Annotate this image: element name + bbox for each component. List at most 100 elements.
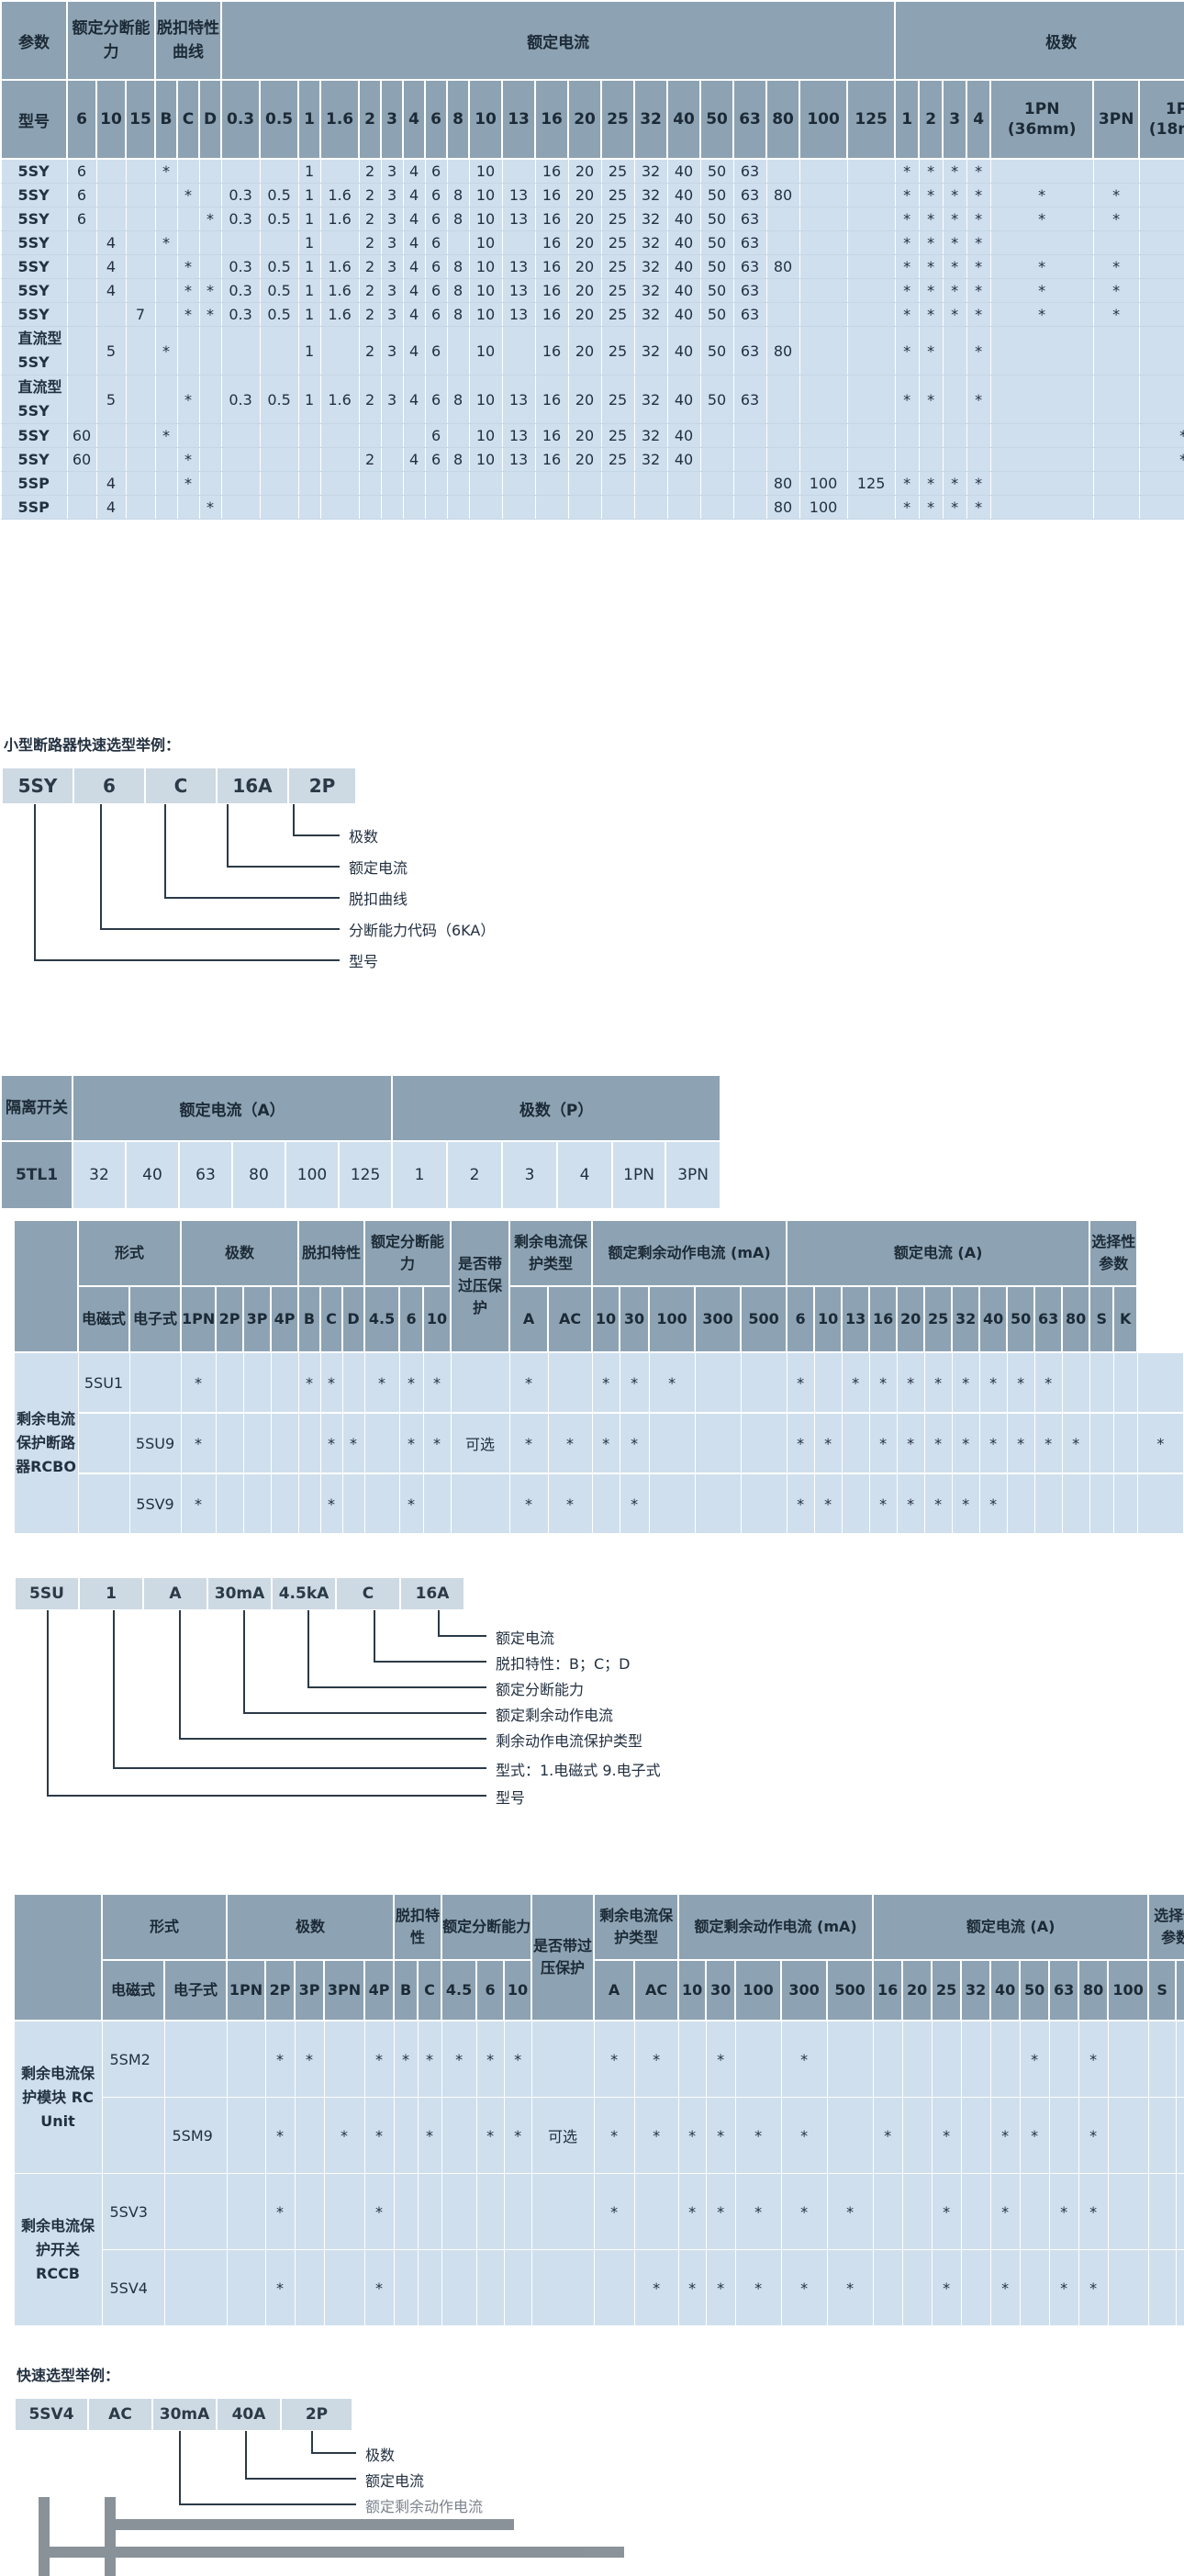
data-cell: * (872, 2097, 903, 2174)
data-cell (198, 183, 222, 207)
data-cell (501, 230, 536, 255)
data-cell: * (264, 2249, 296, 2326)
data-cell (846, 495, 896, 520)
header-trip: 脱扣特性 (393, 1893, 443, 1961)
header-breaking-6: 6 (66, 79, 97, 160)
data-cell: 3 (380, 302, 404, 327)
model-cell: 直流型 5SY (0, 375, 68, 424)
code-box-current: 16A (400, 1577, 464, 1610)
data-cell (901, 2020, 933, 2098)
data-cell: * (503, 2020, 532, 2098)
data-cell (297, 471, 321, 496)
data-cell: 80 (765, 495, 800, 520)
data-cell: * (363, 2097, 395, 2174)
model-electromagnetic: 5SU1 (77, 1351, 130, 1414)
data-cell: 25 (600, 326, 635, 375)
model-cell: 5SY (0, 254, 68, 279)
header-rated-current: 额定电流 (A) (786, 1219, 1091, 1287)
data-cell (323, 2020, 365, 2098)
data-cell (294, 2097, 325, 2174)
data-cell (765, 159, 800, 184)
isolator-value: 32 (72, 1140, 127, 1210)
data-cell (1112, 1473, 1138, 1535)
data-cell (740, 1473, 787, 1535)
data-cell: 32 (633, 326, 668, 375)
data-cell (154, 447, 178, 472)
example2-label-breaking: 额定分断能力 (496, 1681, 585, 1698)
data-cell: * (894, 375, 920, 424)
header-current-0.5: 0.5 (259, 79, 300, 160)
data-cell (1138, 159, 1184, 184)
data-cell: * (677, 2097, 707, 2174)
data-cell (1175, 2249, 1184, 2326)
data-cell: * (176, 254, 200, 279)
data-cell (1147, 2249, 1177, 2326)
data-cell: * (813, 1412, 843, 1474)
data-cell: 100 (799, 495, 848, 520)
data-cell (765, 207, 800, 231)
data-cell: * (677, 2249, 707, 2326)
header-breaking-10: 10 (95, 79, 127, 160)
header-poles: 极数 (894, 0, 1184, 81)
data-cell: * (1138, 447, 1184, 472)
data-cell (441, 2173, 477, 2250)
example1-code-boxes: 5SY 6 C 16A 2P (2, 767, 356, 804)
data-cell (297, 495, 321, 520)
data-cell: 2 (358, 278, 382, 303)
data-cell: * (154, 423, 178, 448)
data-cell: * (868, 1351, 898, 1414)
data-cell: * (677, 2173, 707, 2250)
example2-label-rc-current: 额定剩余动作电流 (496, 1707, 614, 1724)
data-cell: * (786, 1412, 815, 1474)
header-sub-100: 100 (1107, 1959, 1150, 2022)
data-cell: * (1061, 1412, 1090, 1474)
example3-label-rc-current: 额定剩余动作电流 (365, 2498, 484, 2515)
rc-unit-rccb-table: 形式 极数 脱扣特性 额定分断能力 是否带过压保护 剩余电流保护类型 额定剩余动… (13, 1893, 1184, 2326)
data-cell (960, 2020, 991, 2098)
data-cell: 2 (358, 183, 382, 207)
header-sub-3PN: 3PN (323, 1959, 366, 2022)
data-cell (319, 159, 360, 184)
data-cell (846, 183, 896, 207)
data-cell: * (1078, 2097, 1109, 2174)
model-cell: 5SY (0, 230, 68, 255)
data-cell: * (942, 159, 967, 184)
data-cell: * (398, 1412, 424, 1474)
data-cell (901, 2097, 933, 2174)
header-pole-3: 4 (966, 79, 992, 160)
header-current-8: 8 (446, 79, 471, 160)
data-cell (441, 2249, 477, 2326)
data-cell (1138, 375, 1184, 424)
data-cell: 16 (534, 230, 569, 255)
data-cell: * (780, 2097, 828, 2174)
header-sub-K: K (1112, 1285, 1139, 1353)
header-sub-30: 30 (619, 1285, 651, 1353)
data-cell: * (966, 159, 991, 184)
data-cell: * (896, 1412, 925, 1474)
data-cell: 100 (799, 471, 848, 496)
data-cell: * (1078, 2249, 1109, 2326)
data-cell (989, 423, 1094, 448)
isolator-value: 40 (125, 1140, 180, 1210)
data-cell: * (323, 2097, 365, 2174)
data-cell: 40 (666, 423, 701, 448)
data-cell: * (705, 2097, 736, 2174)
header-current-100: 100 (799, 79, 849, 160)
data-cell: 1 (297, 302, 321, 327)
data-cell: 40 (666, 207, 701, 231)
model-electronic (128, 1351, 182, 1414)
data-cell: 40 (666, 278, 701, 303)
example2-label-model: 型号 (496, 1789, 526, 1807)
header-sub-10: 10 (422, 1285, 452, 1353)
data-cell: 2 (358, 326, 382, 375)
header-sub-6: 6 (475, 1959, 506, 2022)
data-cell (402, 423, 426, 448)
data-cell: 6 (424, 375, 448, 424)
data-cell: * (363, 1351, 400, 1414)
data-cell (1112, 1351, 1138, 1414)
header-curve-C: C (176, 79, 201, 160)
data-cell: * (705, 2020, 736, 2098)
header-sub-25: 25 (923, 1285, 954, 1353)
